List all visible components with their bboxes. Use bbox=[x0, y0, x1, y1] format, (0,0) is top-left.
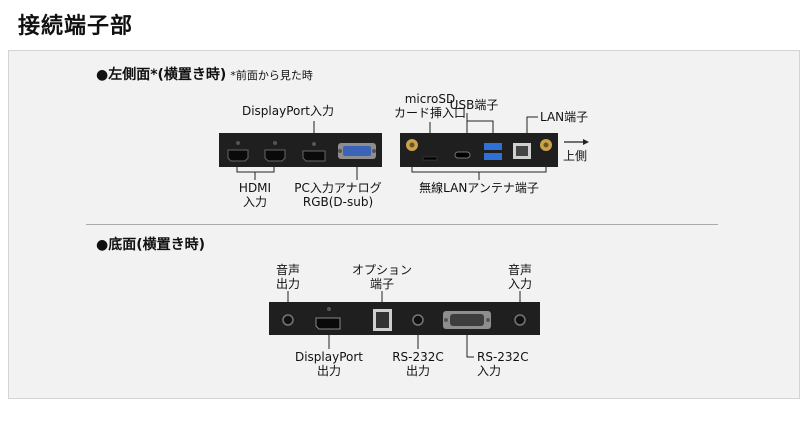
wireless-antenna-label: 無線LANアンテナ端子 bbox=[419, 181, 539, 195]
left-side-panel-2 bbox=[400, 133, 558, 167]
bottom-heading: ●底面(横置き時) bbox=[96, 237, 206, 253]
rs232c-out-jack bbox=[412, 314, 424, 326]
audio-out-jack bbox=[282, 314, 294, 326]
audio-in-jack bbox=[514, 314, 526, 326]
hdmi-in-label: HDMI 入力 bbox=[238, 181, 272, 209]
option-terminal-label: オプション 端子 bbox=[351, 263, 413, 291]
left-side-heading-text: ●左側面*(横置き時) bbox=[96, 67, 227, 83]
microsd-label: microSD カード挿入口 bbox=[393, 92, 467, 120]
lan-port bbox=[513, 143, 531, 159]
displayport-out-port bbox=[315, 307, 341, 330]
microsd-slot bbox=[422, 156, 438, 161]
displayport-in-port bbox=[302, 142, 326, 162]
front-view-note: *前面から見た時 bbox=[230, 69, 313, 82]
rs232c-in-dsub-port bbox=[443, 311, 491, 329]
usb-a-ports bbox=[484, 143, 502, 160]
left-side-heading: ●左側面*(横置き時)*前面から見た時 bbox=[96, 64, 313, 84]
option-terminal bbox=[373, 309, 392, 331]
usb-c-port bbox=[454, 151, 471, 159]
left-side-leader-lines bbox=[236, 113, 547, 180]
bottom-leader-lines bbox=[287, 291, 521, 358]
up-direction-arrow-icon bbox=[564, 139, 589, 145]
section-divider bbox=[86, 224, 718, 225]
audio-out-label: 音声 出力 bbox=[275, 263, 301, 291]
page-title: 接続端子部 bbox=[18, 14, 134, 39]
vga-dsub-port bbox=[338, 143, 376, 159]
rs232c-out-label: RS-232C 出力 bbox=[392, 350, 444, 378]
wireless-antenna-connector-right bbox=[540, 139, 552, 151]
hdmi-port-1 bbox=[227, 141, 249, 162]
pc-analog-rgb-in-label: PC入力アナログ RGB(D-sub) bbox=[294, 181, 382, 209]
displayport-out-label: DisplayPort 出力 bbox=[294, 350, 364, 378]
hdmi-port-2 bbox=[264, 141, 286, 162]
wireless-antenna-connector-left bbox=[406, 139, 418, 151]
rs232c-in-label: RS-232C 入力 bbox=[477, 350, 529, 378]
usb-label: USB端子 bbox=[449, 98, 499, 112]
displayport-in-label: DisplayPort入力 bbox=[241, 104, 335, 118]
bottom-panel bbox=[269, 302, 540, 335]
lan-label: LAN端子 bbox=[540, 110, 589, 124]
up-side-label: 上側 bbox=[563, 149, 588, 163]
audio-in-label: 音声 入力 bbox=[507, 263, 533, 291]
